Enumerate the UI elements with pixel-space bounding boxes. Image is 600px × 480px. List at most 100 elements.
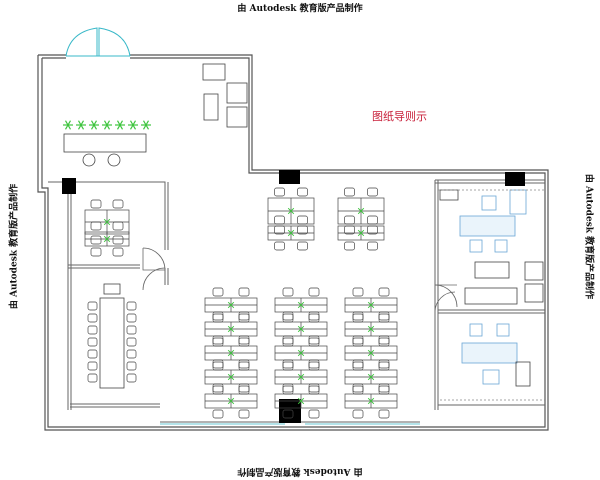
chair	[352, 409, 364, 419]
chair	[352, 337, 364, 347]
chair	[126, 349, 137, 359]
chair	[282, 359, 294, 369]
chair	[238, 335, 250, 345]
chair	[238, 409, 250, 419]
chair	[212, 409, 224, 419]
conference-table	[99, 297, 125, 389]
chair	[238, 385, 250, 395]
pillar	[279, 399, 301, 423]
chair	[238, 311, 250, 321]
plant-icon	[227, 397, 235, 405]
outer-walls	[37, 54, 549, 431]
reception-counter	[63, 133, 147, 153]
chair	[212, 385, 224, 395]
workstation-pod	[344, 311, 398, 347]
chair	[238, 287, 250, 297]
office-chair	[482, 369, 500, 385]
chair	[378, 385, 390, 395]
plant-icon	[367, 397, 375, 405]
workstation-pod	[204, 287, 258, 323]
chair	[212, 383, 224, 393]
chair	[282, 409, 294, 419]
workstation-pod	[274, 335, 328, 371]
chair	[87, 337, 98, 347]
chair	[90, 235, 102, 245]
open-office-top	[267, 187, 385, 251]
chair	[352, 311, 364, 321]
chair	[282, 313, 294, 323]
chair	[87, 301, 98, 311]
plant-icon	[89, 120, 99, 130]
chair	[367, 215, 378, 225]
plant-icon	[297, 349, 305, 357]
entrance-door	[65, 27, 131, 57]
room-label: 图纸导则示	[372, 110, 427, 123]
chair	[212, 335, 224, 345]
chair	[90, 199, 102, 209]
side-cabinet	[509, 189, 527, 215]
chair	[126, 361, 137, 371]
chair	[212, 361, 224, 371]
plant-icon	[297, 325, 305, 333]
chair	[308, 383, 320, 393]
chair	[282, 383, 294, 393]
side-cabinet	[515, 361, 531, 387]
chair	[126, 301, 137, 311]
chair	[126, 313, 137, 323]
workstation-pod	[344, 383, 398, 419]
guest-chair	[496, 323, 510, 337]
reception	[63, 63, 248, 167]
workstation-pod	[204, 335, 258, 371]
chair	[126, 325, 137, 335]
lectern	[103, 283, 121, 295]
chair	[308, 337, 320, 347]
chair	[378, 359, 390, 369]
chair	[308, 335, 320, 345]
chair	[308, 313, 320, 323]
armchair	[524, 283, 544, 303]
chair	[126, 337, 137, 347]
chair	[87, 325, 98, 335]
chair	[282, 335, 294, 345]
chair	[308, 385, 320, 395]
chair	[344, 187, 355, 197]
chair	[112, 247, 124, 257]
plant-icon	[102, 120, 112, 130]
chair	[308, 361, 320, 371]
chair	[297, 241, 308, 251]
plant-icon	[63, 120, 73, 130]
chair	[352, 335, 364, 345]
chair	[238, 359, 250, 369]
chair	[378, 409, 390, 419]
chair	[238, 313, 250, 323]
chair	[87, 361, 98, 371]
coffee-table	[203, 93, 219, 121]
plant-icon	[227, 325, 235, 333]
chair	[378, 337, 390, 347]
plant-icon	[115, 120, 125, 130]
chair	[308, 359, 320, 369]
workstation-pod	[344, 359, 398, 395]
watermark-top: 由 Autodesk 教育版产品制作	[237, 4, 363, 14]
chair	[352, 359, 364, 369]
armchair	[524, 261, 544, 281]
plant-icon	[227, 349, 235, 357]
chair	[282, 311, 294, 321]
chair	[352, 383, 364, 393]
chair	[90, 247, 102, 257]
storage-cabinet	[439, 189, 459, 201]
plant-icon	[141, 120, 151, 130]
chair	[352, 361, 364, 371]
chair	[87, 313, 98, 323]
conference-room	[99, 283, 125, 389]
chair	[274, 187, 285, 197]
sofa	[226, 106, 248, 128]
chair	[352, 385, 364, 395]
chair	[282, 385, 294, 395]
chair	[378, 335, 390, 345]
pillars	[62, 170, 525, 423]
plant-icon	[367, 325, 375, 333]
chair	[274, 215, 285, 225]
plant-icon	[128, 120, 138, 130]
chair	[238, 337, 250, 347]
